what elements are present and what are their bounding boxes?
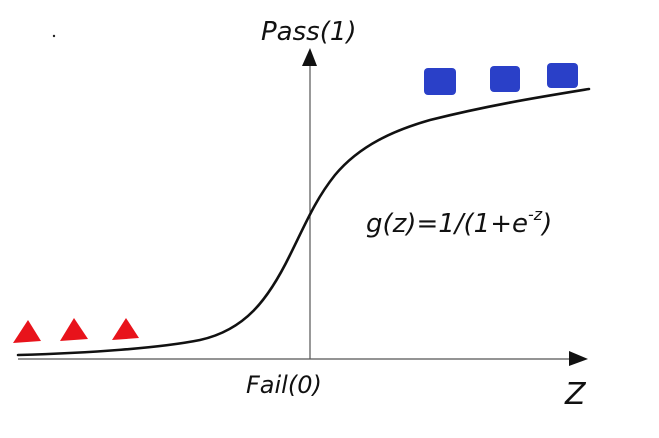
x-axis-arrow (569, 351, 588, 366)
y-axis-bottom-label: Fail(0) (246, 371, 322, 399)
fail-marker-triangle (60, 318, 88, 341)
equation-exponent: -z (528, 205, 543, 224)
y-axis-top-label: Pass(1) (261, 17, 357, 47)
equation-main: g(z)=1/(1+e (366, 209, 528, 239)
fail-marker-triangle (112, 318, 139, 340)
pass-marker-square (490, 66, 520, 92)
stray-dot (52, 34, 56, 38)
equation-close: ) (540, 209, 552, 239)
x-axis-label: Z (564, 377, 587, 412)
sigmoid-equation: g(z)=1/(1+e-z) (366, 205, 552, 239)
sigmoid-curve (16, 87, 591, 357)
y-axis-arrow (302, 48, 317, 66)
fail-marker-triangle (13, 320, 41, 343)
pass-marker-square (547, 63, 578, 88)
pass-marker-square (424, 68, 456, 95)
